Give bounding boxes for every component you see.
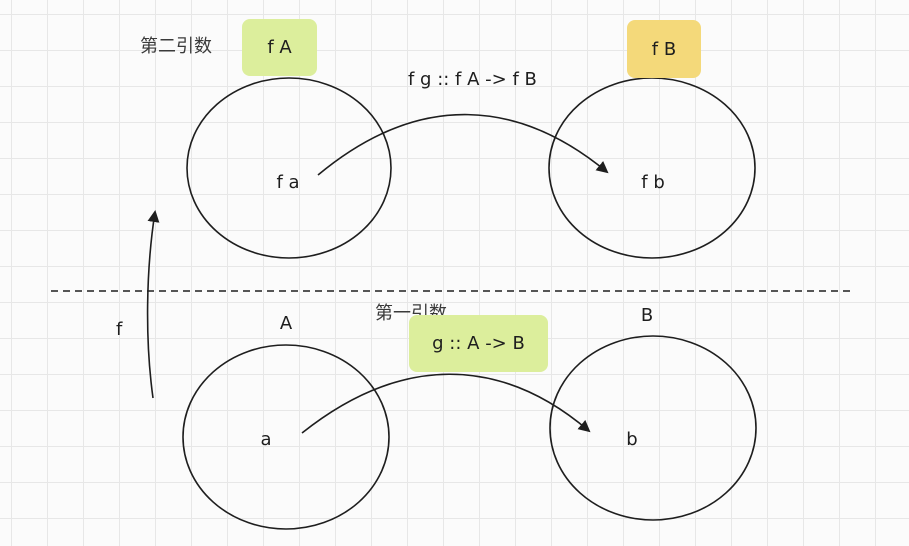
tag-g-mapping: g :: A -> B (409, 315, 548, 372)
element-fb: f b (641, 172, 665, 193)
set-B-ellipse (549, 335, 757, 521)
element-a: a (260, 429, 272, 450)
set-fB-ellipse (548, 77, 756, 259)
tag-fB-text: f B (651, 38, 677, 60)
tag-fA: f A (242, 19, 317, 76)
element-b: b (626, 429, 638, 450)
tag-fB: f B (627, 20, 701, 78)
element-fa: f a (276, 172, 300, 193)
upper-mapping-label: f g :: f A -> f B (408, 69, 537, 90)
set-fA-ellipse (186, 77, 392, 259)
upper-mapping-arrow (317, 113, 609, 176)
section-label-second-argument: 第二引数 (140, 36, 212, 57)
set-label-B: B (640, 305, 654, 326)
set-A-ellipse (182, 344, 390, 530)
lift-label-f: f (116, 319, 123, 340)
set-label-A: A (279, 313, 293, 334)
tag-fA-text: f A (267, 37, 292, 58)
lower-mapping-arrow (301, 373, 591, 434)
tag-g-mapping-text: g :: A -> B (432, 333, 525, 354)
lift-arrow (146, 210, 160, 399)
